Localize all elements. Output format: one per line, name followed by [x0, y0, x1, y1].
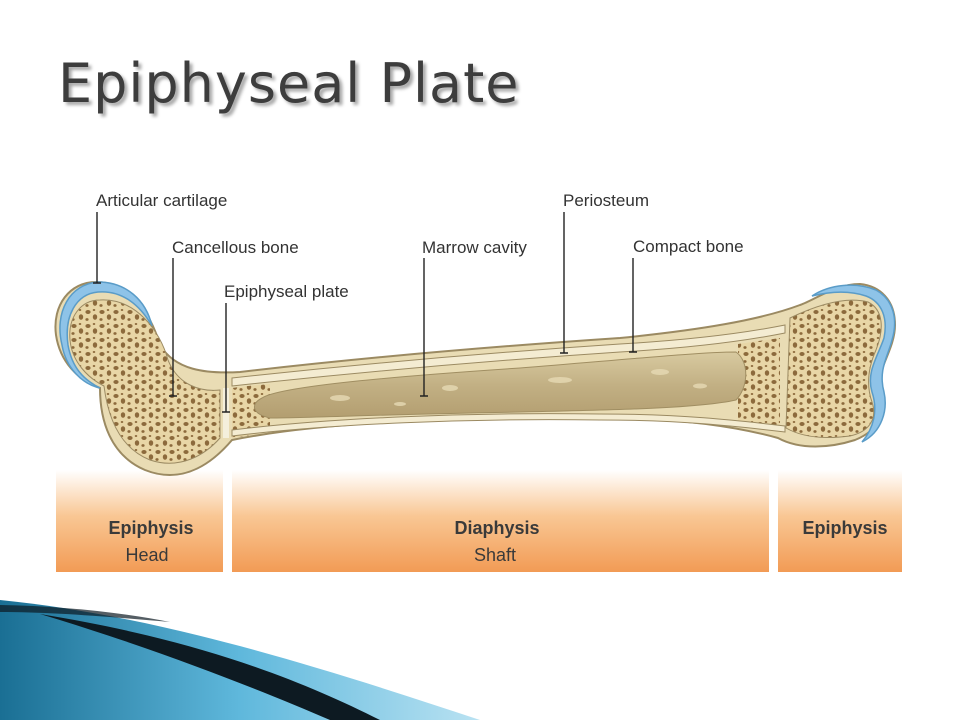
region-middle-subtitle: Shaft	[474, 545, 516, 565]
label-epiphyseal-plate: Epiphyseal plate	[224, 282, 349, 301]
region-left-subtitle: Head	[125, 545, 168, 565]
region-band-right	[778, 470, 902, 572]
cartilage-left	[59, 281, 153, 389]
leader-articular-cartilage	[93, 212, 101, 284]
region-band-middle	[232, 470, 769, 572]
region-band-left	[56, 470, 223, 572]
region-middle-title: Diaphysis	[454, 518, 539, 538]
marrow-texture	[330, 369, 707, 406]
cancellous-left	[69, 299, 221, 464]
cancellous-right	[785, 299, 882, 439]
region-left-title: Epiphysis	[108, 518, 193, 538]
cancellous-shaft-left	[232, 384, 270, 438]
leader-epiphyseal-plate	[222, 303, 230, 413]
slide-title: Epiphyseal Plate	[58, 52, 520, 115]
cancellous-shaft-right	[738, 338, 780, 428]
marrow-cavity	[254, 351, 747, 419]
label-cancellous-bone: Cancellous bone	[172, 238, 299, 257]
region-bands	[56, 470, 902, 572]
region-right-title: Epiphysis	[802, 518, 887, 538]
femur-illustration	[54, 280, 897, 476]
leader-marrow-cavity	[420, 258, 428, 397]
compact-bone-wall-lower	[231, 413, 786, 437]
compact-bone-wall	[231, 324, 786, 387]
leader-periosteum	[560, 212, 568, 354]
leader-lines	[93, 212, 637, 413]
label-periosteum: Periosteum	[563, 191, 649, 210]
cartilage-right	[811, 284, 896, 443]
label-compact-bone: Compact bone	[633, 237, 744, 256]
label-articular-cartilage: Articular cartilage	[96, 191, 227, 210]
label-marrow-cavity: Marrow cavity	[422, 238, 527, 257]
leader-compact-bone	[629, 258, 637, 353]
leader-cancellous-bone	[169, 258, 177, 397]
